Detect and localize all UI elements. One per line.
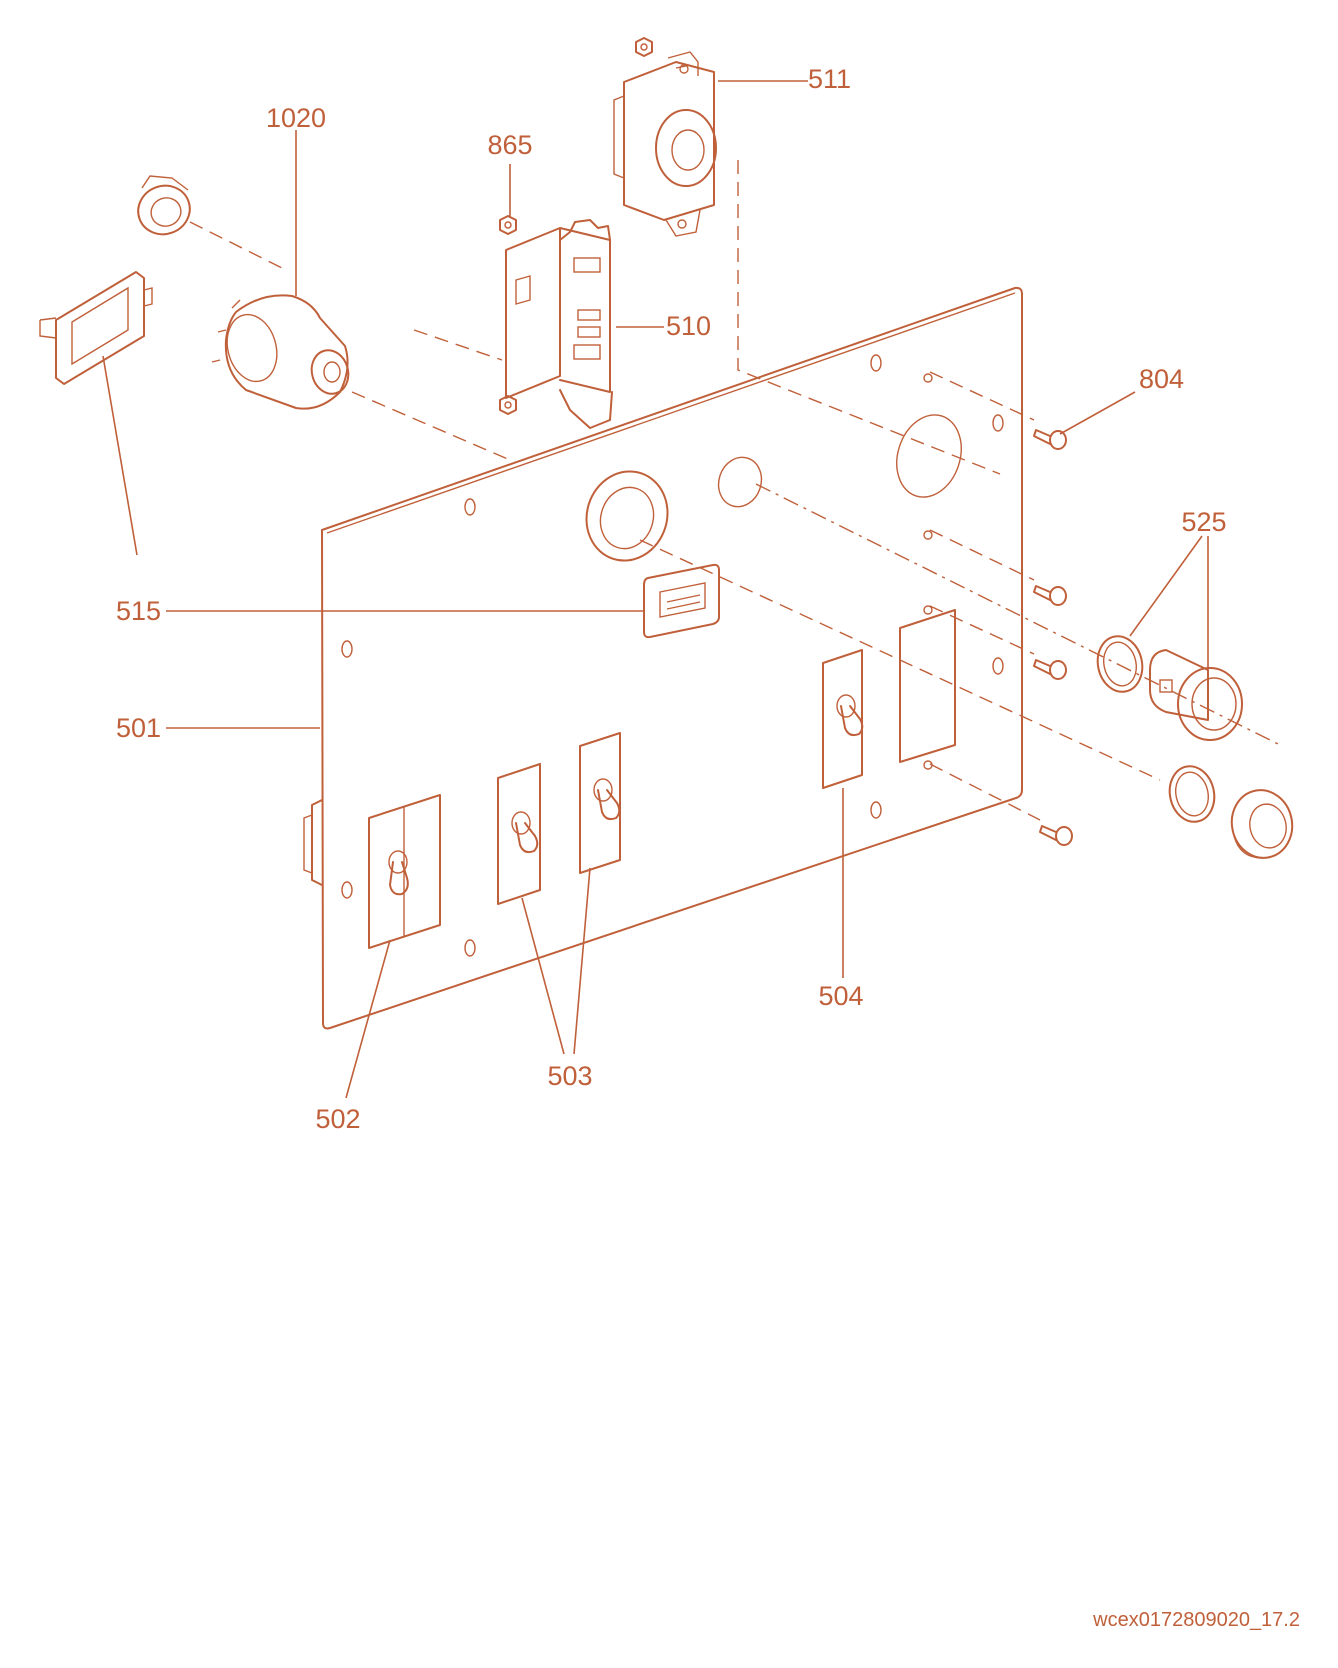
o-ring-525	[1096, 635, 1144, 693]
nut-865	[499, 215, 517, 235]
label-865: 865	[487, 130, 532, 160]
leader-lines	[102, 80, 1209, 1099]
nut-bottom	[499, 395, 517, 415]
label-510: 510	[666, 311, 711, 341]
o-ring-lower	[1168, 765, 1216, 823]
label-503: 503	[547, 1061, 592, 1091]
hour-meter-bracket-515	[39, 271, 153, 385]
figure-id: wcex0172809020_17.2	[1093, 1609, 1300, 1631]
label-511: 511	[808, 64, 851, 94]
label-501: 501	[116, 713, 161, 743]
label-504: 504	[818, 981, 863, 1011]
explosion-center-lines	[189, 160, 1283, 821]
label-502: 502	[315, 1104, 360, 1134]
toggle-switch-504	[822, 649, 864, 789]
toggle-switch-503-right	[579, 732, 621, 874]
toggle-switch-503-left	[497, 763, 541, 905]
gfci-receptacle-510	[505, 219, 613, 429]
hour-meter-window	[643, 563, 720, 639]
control-panel-plate	[303, 286, 1023, 1030]
twistlock-receptacle-511	[613, 51, 717, 237]
double-toggle-switch-502	[368, 794, 441, 949]
mounting-nut-1020	[137, 175, 191, 236]
lock-nut-lower	[1230, 789, 1294, 859]
label-1020: 1020	[266, 103, 326, 133]
key-switch-1020	[211, 294, 350, 410]
screw-804-4	[1039, 825, 1073, 846]
part-labels: 1020 865 511 510 804 525 515 501 504 503…	[116, 64, 1227, 1134]
label-515: 515	[116, 596, 161, 626]
label-804: 804	[1139, 364, 1184, 394]
screw-804-2	[1033, 585, 1067, 606]
nut-511-top	[635, 37, 653, 57]
label-525: 525	[1181, 507, 1226, 537]
screw-804-1	[1033, 429, 1067, 450]
indicator-light-525	[1149, 649, 1243, 741]
key-switch-ring-label	[585, 470, 669, 562]
screw-804-3	[1033, 659, 1067, 680]
